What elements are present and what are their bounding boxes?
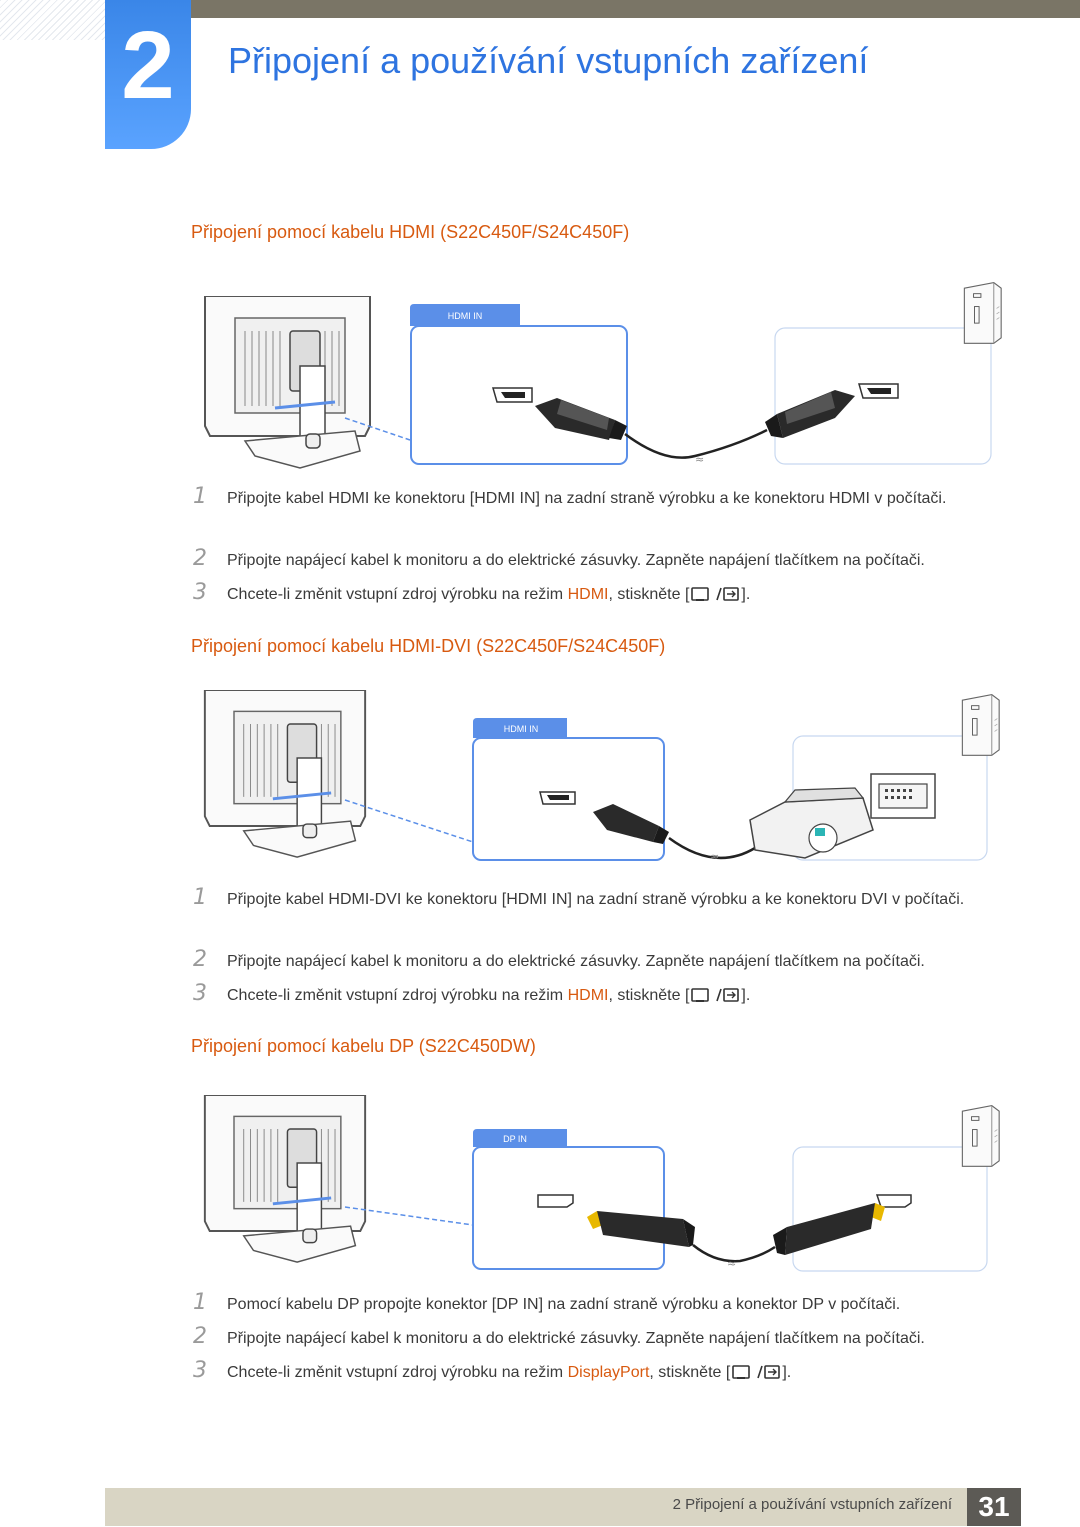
hdmi-connector-icon <box>593 804 669 844</box>
mode-highlight: DisplayPort <box>567 1364 650 1381</box>
source-button-icon <box>732 1365 781 1379</box>
dp-in-port-label: DP IN <box>503 1134 527 1144</box>
step-number: 3 <box>193 580 207 605</box>
dvi-connector-icon <box>749 787 874 859</box>
dp-connector-icon <box>587 1211 695 1247</box>
pc-tower-icon <box>961 694 1000 756</box>
svg-text:≈: ≈ <box>710 850 719 863</box>
step-text: Připojte napájecí kabel k monitoru a do … <box>227 1330 925 1347</box>
section-heading-dp: Připojení pomocí kabelu DP (S22C450DW) <box>191 1036 536 1056</box>
hdmi-connector-icon <box>535 398 627 440</box>
step-number: 3 <box>193 1358 207 1383</box>
header-bar <box>190 0 1080 18</box>
dp-connection-diagram: DP IN ≈ <box>203 1095 1000 1272</box>
hdmi-in-port-label: HDMI IN <box>448 311 483 321</box>
mode-highlight: HDMI <box>567 586 609 603</box>
step-text: Chcete-li změnit vstupní zdroj výrobku n… <box>227 987 751 1004</box>
step-text: Pomocí kabelu DP propojte konektor [DP I… <box>227 1296 901 1313</box>
monitor-back-icon <box>203 1095 367 1264</box>
source-button-icon <box>691 587 740 601</box>
svg-text:≈: ≈ <box>695 453 704 466</box>
mode-highlight: HDMI <box>567 987 609 1004</box>
pc-tower-icon <box>963 282 1002 344</box>
step-text: Připojte kabel HDMI-DVI ke konektoru [HD… <box>227 891 965 908</box>
chapter-number-badge: 2 <box>105 0 191 149</box>
step-text: Připojte napájecí kabel k monitoru a do … <box>227 953 925 970</box>
step-text: Připojte kabel HDMI ke konektoru [HDMI I… <box>227 490 947 507</box>
hdmi-dvi-connection-diagram: HDMI IN ≈ <box>203 690 1000 863</box>
dp-port-icon <box>537 1194 574 1208</box>
footer-chapter-title: 2 Připojení a používání vstupních zaříze… <box>672 1496 952 1513</box>
monitor-back-icon <box>203 690 367 859</box>
hdmi-connection-diagram: HDMI IN ≈ <box>203 282 1002 470</box>
pc-tower-icon <box>961 1105 1000 1167</box>
section-heading-hdmi-dvi: Připojení pomocí kabelu HDMI-DVI (S22C45… <box>191 636 666 656</box>
step-number: 1 <box>193 484 207 509</box>
source-button-icon <box>691 988 740 1002</box>
step-number: 3 <box>193 981 207 1006</box>
step-text: Chcete-li změnit vstupní zdroj výrobku n… <box>227 1364 792 1381</box>
section-heading-hdmi: Připojení pomocí kabelu HDMI (S22C450F/S… <box>191 222 630 242</box>
step-number: 2 <box>193 546 207 571</box>
hdmi-in-port-label: HDMI IN <box>504 724 539 734</box>
step-number: 1 <box>193 885 207 910</box>
step-text: Chcete-li změnit vstupní zdroj výrobku n… <box>227 586 751 603</box>
monitor-back-icon <box>203 296 372 470</box>
footer-bar <box>105 1488 967 1526</box>
step-number: 2 <box>193 947 207 972</box>
corner-hatch-decoration <box>0 0 106 40</box>
page-number: 31 <box>967 1488 1021 1526</box>
step-text: Připojte napájecí kabel k monitoru a do … <box>227 552 925 569</box>
chapter-title: Připojení a používání vstupních zařízení <box>228 40 869 81</box>
step-number: 1 <box>193 1290 207 1315</box>
svg-text:≈: ≈ <box>727 1257 736 1270</box>
step-number: 2 <box>193 1324 207 1349</box>
